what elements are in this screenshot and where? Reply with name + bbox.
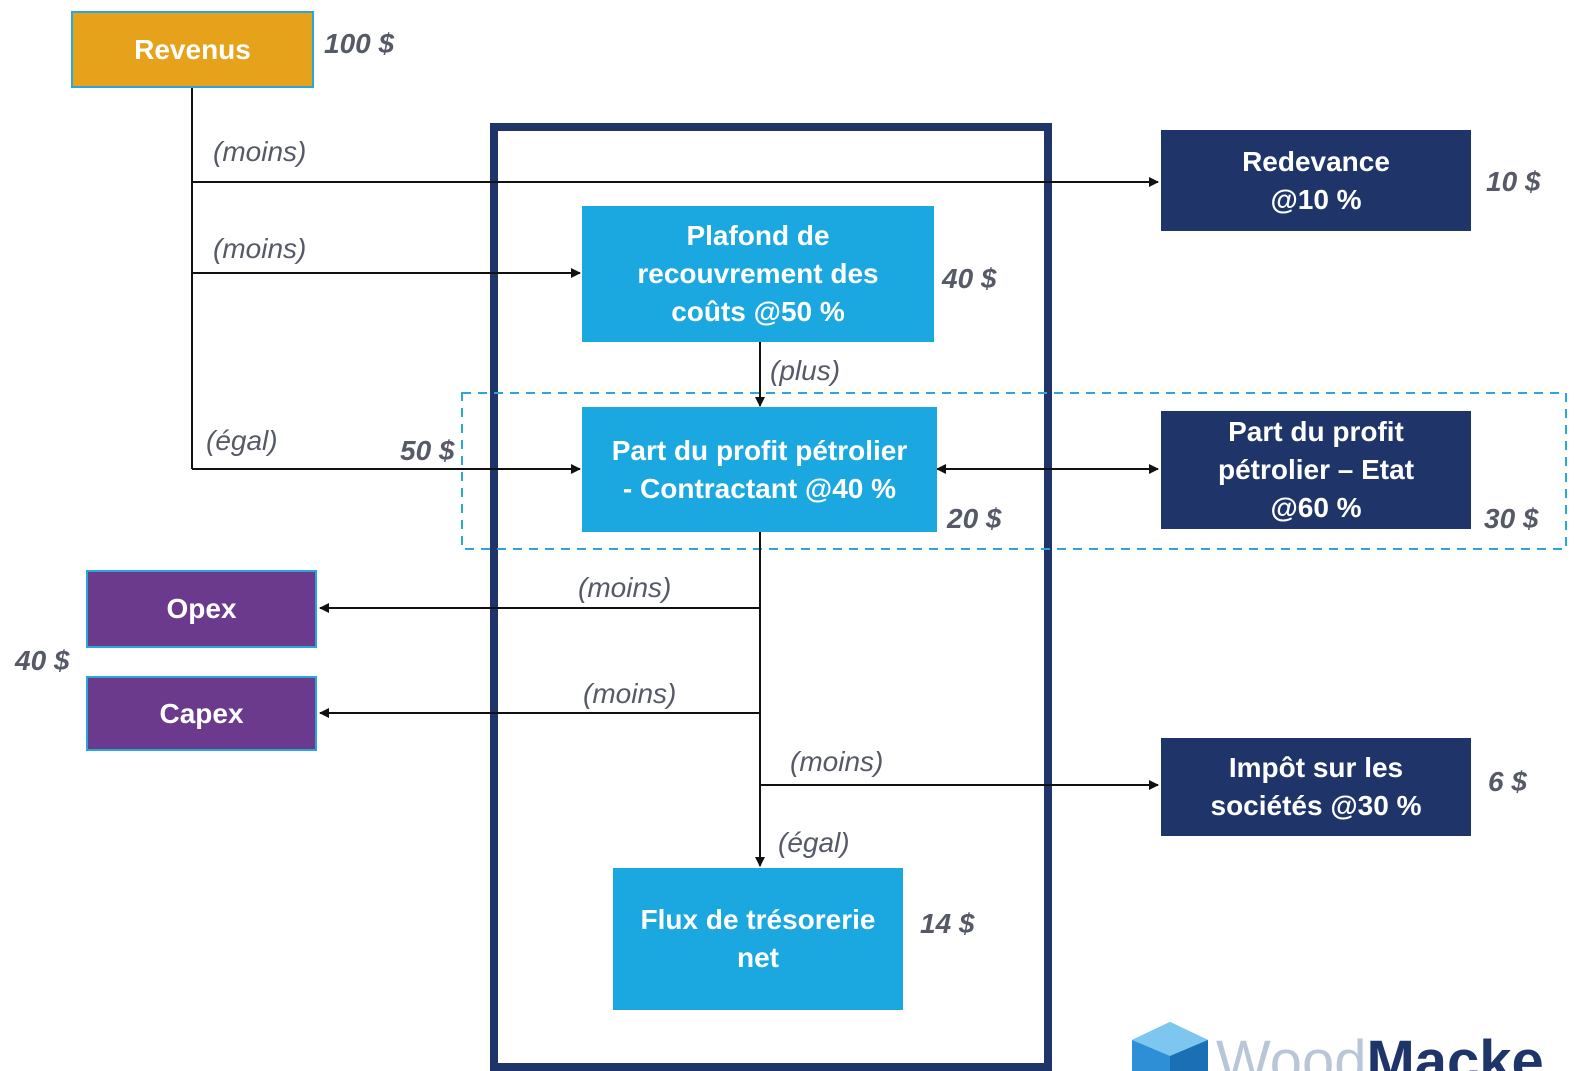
egal-in-value: 50 $ — [400, 435, 455, 466]
edge-label-to-flux: (égal) — [778, 827, 850, 858]
revenus-box: Revenus — [71, 11, 314, 88]
impot-value: 6 $ — [1488, 766, 1527, 797]
profit-oil-dashed-frame — [461, 392, 1567, 550]
redevance-value: 10 $ — [1486, 166, 1541, 197]
logo-cube-icon — [1132, 1022, 1208, 1071]
edge-label-plafond-to-contractant: (plus) — [770, 355, 841, 386]
impot-box: Impôt sur les sociétés @30 % — [1161, 738, 1471, 836]
plafond-box: Plafond de recouvrement des coûts @50 % — [582, 206, 934, 342]
edge-label-to-impot: (moins) — [790, 746, 884, 777]
edge-label-to-contractant: (égal) — [206, 425, 278, 456]
plafond-value: 40 $ — [942, 263, 997, 294]
contractor-frame — [490, 123, 1052, 1071]
woodmackenzie-logo: WoodMacke — [1130, 1022, 1580, 1071]
flux-label: Flux de trésorerie net — [640, 904, 876, 973]
capex-label: Capex — [159, 697, 244, 729]
flux-value: 14 $ — [920, 908, 975, 939]
contractant-value: 20 $ — [947, 503, 1002, 534]
contractant-box: Part du profit pétrolier - Contractant @… — [582, 407, 937, 532]
opex-capex-value: 40 $ — [15, 645, 70, 676]
edge-label-to-plafond: (moins) — [213, 233, 307, 264]
etat-box: Part du profit pétrolier – Etat @60 % — [1161, 411, 1471, 529]
contractant-label: Part du profit pétrolier - Contractant @… — [611, 434, 908, 504]
capex-box: Capex — [86, 676, 317, 751]
edge-label-to-redevance: (moins) — [213, 136, 307, 167]
etat-label: Part du profit pétrolier – Etat @60 % — [1217, 416, 1415, 523]
revenus-label: Revenus — [134, 33, 251, 65]
redevance-box: Redevance @10 % — [1161, 130, 1471, 231]
etat-value: 30 $ — [1484, 503, 1539, 534]
revenus-value: 100 $ — [324, 28, 395, 59]
opex-label: Opex — [166, 593, 237, 625]
opex-box: Opex — [86, 570, 317, 648]
logo-text-wood: Wood — [1216, 1029, 1367, 1071]
edge-label-to-capex: (moins) — [583, 678, 677, 709]
redevance-label: Redevance @10 % — [1242, 145, 1390, 215]
edge-label-to-opex: (moins) — [578, 572, 672, 603]
logo-text-macke: Macke — [1366, 1029, 1544, 1071]
impot-label: Impôt sur les sociétés @30 % — [1210, 752, 1422, 821]
plafond-label: Plafond de recouvrement des coûts @50 % — [637, 220, 879, 327]
flux-box: Flux de trésorerie net — [613, 868, 903, 1010]
